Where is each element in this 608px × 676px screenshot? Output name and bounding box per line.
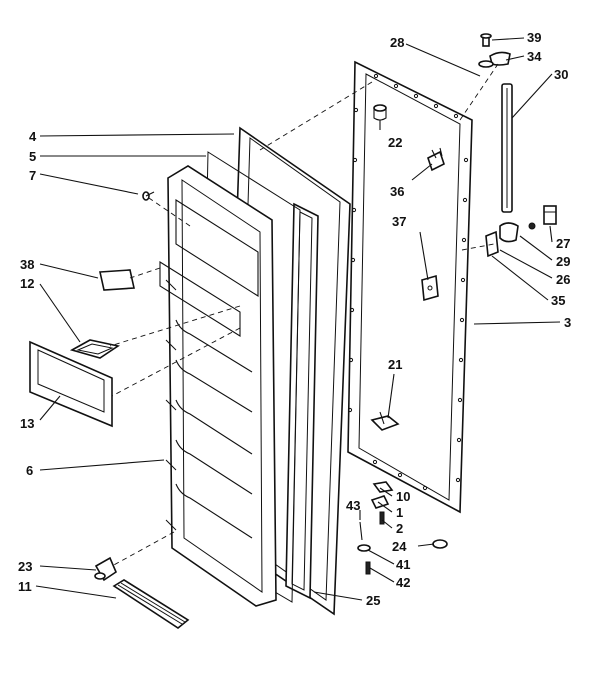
callout-10: 10 xyxy=(396,489,410,504)
part-27-block xyxy=(543,205,557,225)
part-30-rod xyxy=(501,83,513,213)
callout-22: 22 xyxy=(388,135,402,150)
callout-6: 6 xyxy=(26,463,33,478)
callout-labels: 39 28 34 30 22 4 5 7 36 37 27 29 26 35 3… xyxy=(18,30,571,608)
callout-24: 24 xyxy=(392,539,407,554)
callout-36: 36 xyxy=(390,184,404,199)
callout-34: 34 xyxy=(527,49,542,64)
callout-26: 26 xyxy=(556,272,570,287)
part-29-hinge-cam xyxy=(499,222,536,243)
assembly-lines xyxy=(109,63,499,567)
callout-7: 7 xyxy=(29,168,36,183)
callout-30: 30 xyxy=(554,67,568,82)
callout-39: 39 xyxy=(527,30,541,45)
callout-35: 35 xyxy=(551,293,565,308)
part-37-plate xyxy=(421,274,439,302)
callout-42: 42 xyxy=(396,575,410,590)
part-21-hinge xyxy=(370,411,400,431)
part-24-foot xyxy=(432,539,448,549)
callout-29: 29 xyxy=(556,254,570,269)
callout-27: 27 xyxy=(556,236,570,251)
part-13-bin xyxy=(29,340,113,428)
callout-11: 11 xyxy=(18,579,32,594)
callout-25: 25 xyxy=(366,593,380,608)
part-7-screw xyxy=(142,191,155,201)
callout-2: 2 xyxy=(396,521,403,536)
callout-23: 23 xyxy=(18,559,32,574)
part-36-bracket xyxy=(427,147,445,172)
part-38-plate xyxy=(99,269,135,291)
door-liner-part-6 xyxy=(159,165,277,607)
part-1-bushing xyxy=(370,495,390,509)
part-41-bearing xyxy=(357,544,371,552)
part-10-washer xyxy=(372,481,394,493)
callout-13: 13 xyxy=(20,416,34,431)
callout-5: 5 xyxy=(29,149,36,164)
callout-37: 37 xyxy=(392,214,406,229)
part-43-pin xyxy=(359,521,363,541)
callout-28: 28 xyxy=(390,35,404,50)
door-panel-part-3 xyxy=(347,60,473,514)
leader-lines xyxy=(35,37,561,601)
callout-4: 4 xyxy=(29,129,37,144)
part-2-screw xyxy=(379,511,385,525)
part-39-screw xyxy=(480,33,492,47)
callout-41: 41 xyxy=(396,557,410,572)
callout-21: 21 xyxy=(388,357,402,372)
callout-43: 43 xyxy=(346,498,360,513)
part-11-grille xyxy=(112,579,190,629)
part-42-screw xyxy=(365,561,371,575)
part-34-hinge-top xyxy=(478,51,511,68)
callout-3: 3 xyxy=(564,315,571,330)
callout-12: 12 xyxy=(20,276,34,291)
callout-38: 38 xyxy=(20,257,34,272)
callout-1: 1 xyxy=(396,505,403,520)
part-12-cover xyxy=(69,339,121,359)
part-23-clip xyxy=(94,556,117,582)
